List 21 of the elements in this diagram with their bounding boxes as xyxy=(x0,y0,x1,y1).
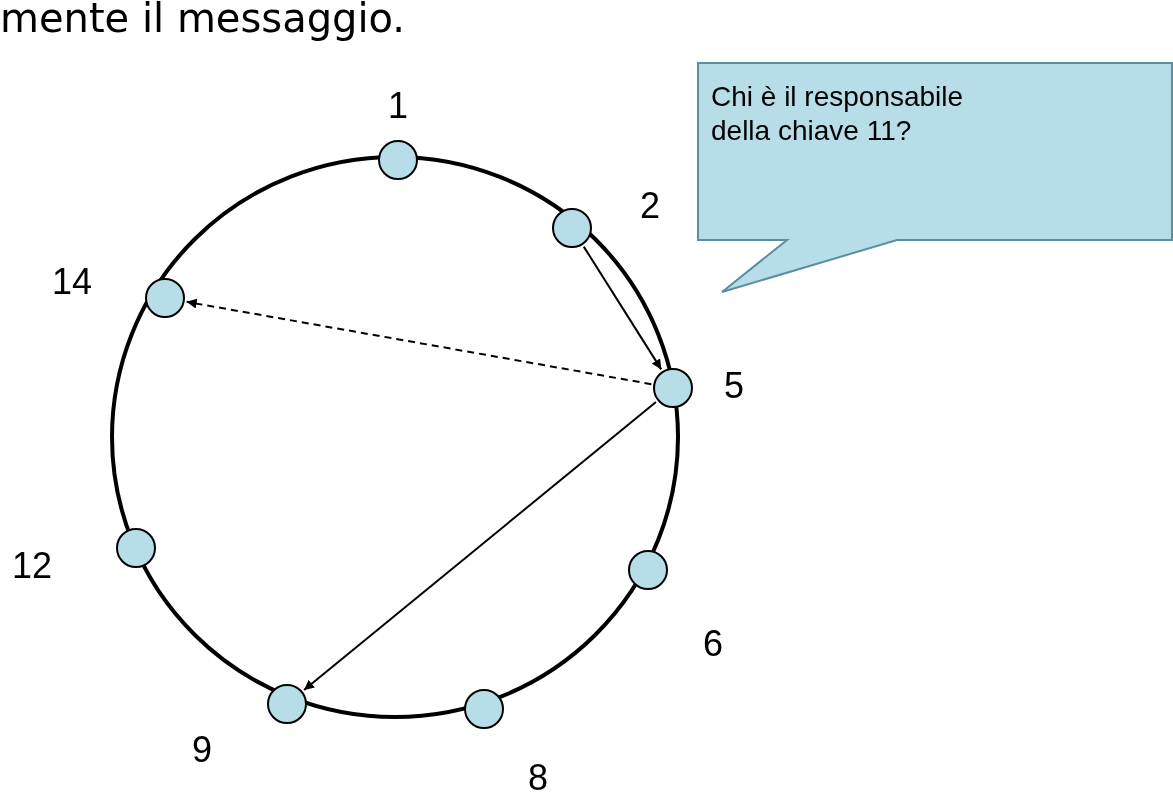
node-number: 9 xyxy=(192,730,213,770)
callout-text: Chi è il responsabile della chiave 11? xyxy=(711,80,965,148)
ring-node xyxy=(116,528,156,568)
ring-node xyxy=(378,140,418,180)
node-number: 5 xyxy=(724,366,745,406)
arrow xyxy=(582,245,663,371)
node-number: 8 xyxy=(528,758,549,797)
node-number: 14 xyxy=(52,262,93,302)
heading-text: mente il messaggio. xyxy=(0,0,406,42)
node-number: 2 xyxy=(640,186,661,226)
arrow xyxy=(303,400,657,692)
ring-node xyxy=(628,550,668,590)
node-number: 1 xyxy=(388,86,409,126)
ring-node xyxy=(464,689,504,729)
ring-node xyxy=(267,684,307,724)
ring-node xyxy=(653,368,693,408)
node-number: 6 xyxy=(703,624,724,664)
ring-node xyxy=(145,278,185,318)
ring-node xyxy=(552,208,592,248)
arrow xyxy=(185,298,653,386)
node-number: 12 xyxy=(12,546,53,586)
